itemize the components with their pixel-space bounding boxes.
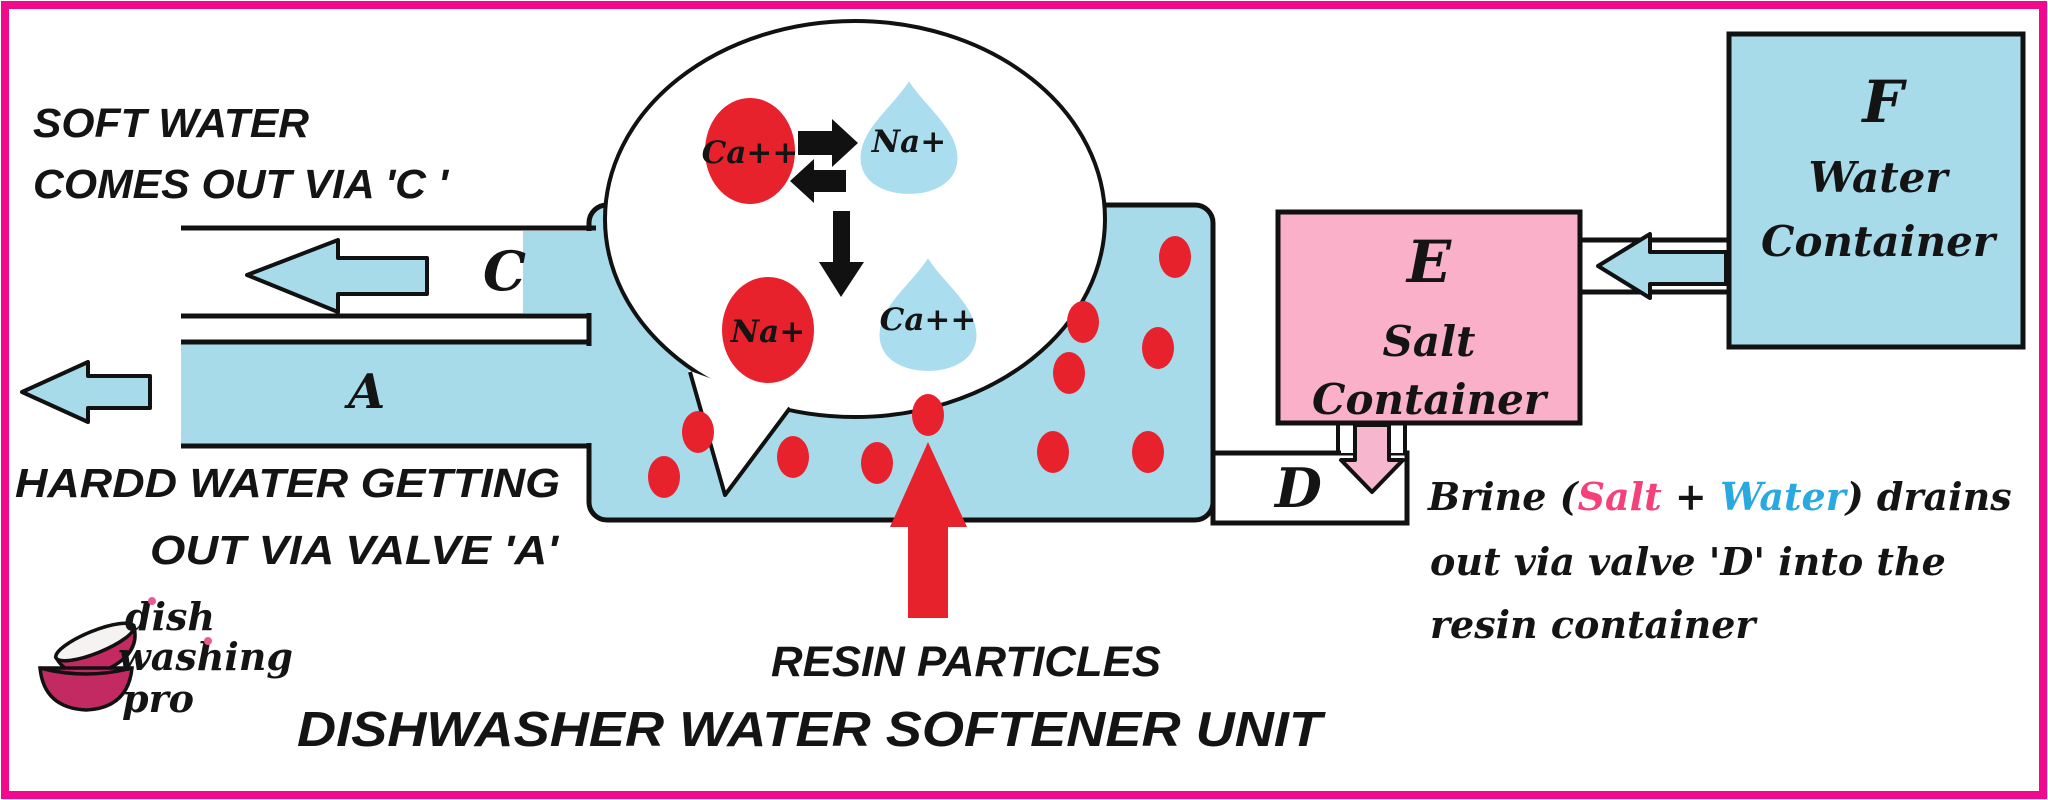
logo-word-dish: dish xyxy=(125,594,215,639)
water-container-name-1: Water xyxy=(1809,153,1951,202)
valve-c-label: C xyxy=(483,239,526,303)
pipe-f-to-e xyxy=(1580,232,1729,300)
brine-note: Brine (Salt + Water) drains out via valv… xyxy=(1427,474,2012,647)
ca-ion-label: Ca++ xyxy=(702,135,799,171)
bowls-icon xyxy=(38,621,137,712)
dishwashing-pro-logo: dish washing pro xyxy=(38,594,293,721)
exchange-down-arrow-icon xyxy=(819,211,864,297)
logo-word-pro: pro xyxy=(122,676,194,721)
ca-ion-blue xyxy=(879,258,977,371)
water-flow-left-arrow xyxy=(1596,232,1728,300)
salt-container-box: E Salt Container xyxy=(1275,209,1583,426)
brine-suffix: ) drains xyxy=(1844,474,2012,519)
brine-water-word: Water xyxy=(1720,474,1849,519)
soft-water-note-2: COMES OUT VIA 'C ' xyxy=(33,161,449,207)
resin-pointer-arrow xyxy=(890,442,967,618)
soft-water-left-arrow xyxy=(245,238,429,314)
pipe-a xyxy=(181,339,596,449)
brine-prefix: Brine ( xyxy=(1427,474,1580,519)
water-container-letter: F xyxy=(1860,68,1907,136)
hard-water-left-arrow xyxy=(20,360,152,424)
exchange-left-arrow-icon xyxy=(790,159,846,203)
water-container-box: F Water Container xyxy=(1726,31,2026,350)
na-ion-red xyxy=(722,277,814,383)
salt-container-name-1: Salt xyxy=(1383,317,1476,366)
ion-exchange-bubble: Ca++ Na+ Na+ Ca++ xyxy=(603,19,1107,498)
valve-a-label: A xyxy=(344,364,385,420)
hard-water-note-2: OUT VIA VALVE 'A' xyxy=(150,527,559,573)
brine-plus: + xyxy=(1662,474,1720,519)
svg-text:Brine (Salt + Water) drains: Brine (Salt + Water) drains xyxy=(1427,474,2012,519)
diagram-title: DISHWASHER WATER SOFTENER UNIT xyxy=(297,703,1326,757)
brine-note-line3: resin container xyxy=(1430,602,1758,647)
resin-particles xyxy=(648,236,1191,498)
exchange-right-arrow-icon xyxy=(798,119,858,167)
na-ion-blue xyxy=(860,81,958,194)
salt-container-name-2: Container xyxy=(1312,375,1549,424)
salt-container-letter: E xyxy=(1405,228,1452,296)
valve-d-label: D xyxy=(1273,456,1322,520)
na-ion-label: Na+ xyxy=(871,124,946,160)
na-ion-red-label: Na+ xyxy=(730,314,805,350)
brine-salt-word: Salt xyxy=(1578,474,1663,519)
ca-ion-blue-label: Ca++ xyxy=(880,302,977,338)
brine-note-line2: out via valve 'D' into the xyxy=(1430,539,1946,584)
resin-particles-label: RESIN PARTICLES xyxy=(771,638,1161,686)
ca-ion-red xyxy=(705,98,795,204)
soft-water-note-1: SOFT WATER xyxy=(33,100,309,146)
pipe-c-stub xyxy=(523,231,595,313)
water-container-name-2: Container xyxy=(1761,217,1998,266)
hard-water-note-1: HARDD WATER GETTING xyxy=(15,460,560,506)
